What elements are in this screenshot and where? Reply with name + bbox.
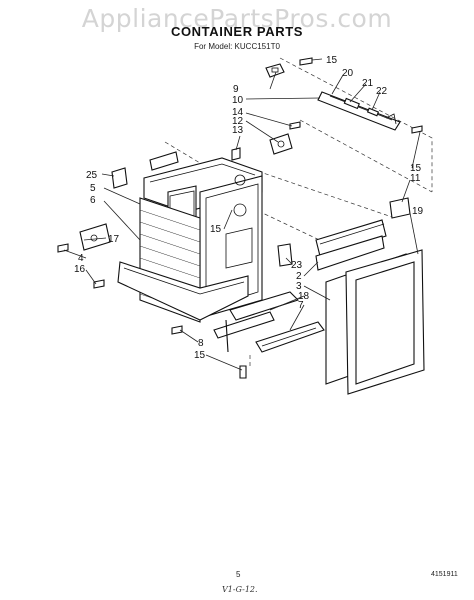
- callout-4: 4: [78, 253, 84, 264]
- part-screw-13: [231, 147, 241, 161]
- leader-lines: [63, 58, 421, 371]
- callout-10: 10: [232, 95, 244, 106]
- callout-7: 7: [298, 300, 304, 311]
- part-screw-15-top: [299, 57, 313, 66]
- callout-6: 6: [90, 195, 96, 206]
- part-bracket-17: [79, 223, 111, 251]
- page-title: CONTAINER PARTS: [170, 24, 304, 39]
- part-bracket-12: [269, 133, 293, 155]
- guide-line: [279, 57, 433, 192]
- callout-21: 21: [362, 78, 374, 89]
- part-clip-23: [277, 243, 293, 267]
- part-rail-assembly: [317, 91, 401, 131]
- document-number: 4151911: [431, 571, 458, 578]
- callout-25: 25: [86, 170, 98, 181]
- part-screw-15-bottom: [239, 365, 247, 379]
- part-trim-7: [255, 321, 325, 353]
- callout-22: 22: [376, 86, 388, 97]
- part-latch-25: [111, 151, 179, 189]
- callout-labels: 15 20 9 21 10 22 14 12 13 15 11 25 5 19 …: [74, 55, 424, 361]
- callout-15-right: 15: [410, 163, 422, 174]
- callout-18: 18: [298, 291, 310, 302]
- callout-17: 17: [108, 234, 120, 245]
- callout-20: 20: [342, 68, 354, 79]
- watermark: AppliancePartsPros.com: [81, 4, 393, 33]
- part-screw-16: [93, 279, 105, 289]
- page-number: 5: [236, 570, 241, 579]
- callout-14: 14: [232, 107, 244, 118]
- callout-2: 2: [296, 271, 302, 282]
- guide-line: [164, 141, 221, 176]
- part-screw-8: [171, 325, 183, 335]
- callout-12: 12: [232, 116, 244, 127]
- part-kickplate-18: [213, 291, 300, 353]
- part-screw-14: [289, 121, 301, 130]
- part-screw-15-left: [57, 243, 69, 253]
- callout-15-mid: 15: [210, 224, 222, 235]
- model-subtitle: For Model: KUCC151T0: [194, 42, 280, 51]
- callout-9: 9: [233, 84, 239, 95]
- callout-5: 5: [90, 183, 96, 194]
- part-bar-2: [315, 219, 387, 271]
- part-latch-11: [389, 197, 411, 219]
- callout-11: 11: [410, 173, 421, 184]
- callout-19: 19: [412, 206, 424, 217]
- part-container-body-5: [117, 157, 263, 323]
- callout-3: 3: [296, 281, 302, 292]
- callout-15: 15: [326, 55, 338, 66]
- part-screw-15-right: [411, 125, 423, 134]
- part-bracket-9: [265, 63, 285, 78]
- callout-8: 8: [198, 338, 204, 349]
- handwritten-note: V1-G-12.: [222, 585, 258, 594]
- callout-15-bottom: 15: [194, 350, 206, 361]
- part-gasket-19: [345, 249, 425, 395]
- guide-line: [251, 207, 331, 246]
- callout-23: 23: [291, 260, 303, 271]
- callout-13: 13: [232, 125, 244, 136]
- callout-16: 16: [74, 264, 86, 275]
